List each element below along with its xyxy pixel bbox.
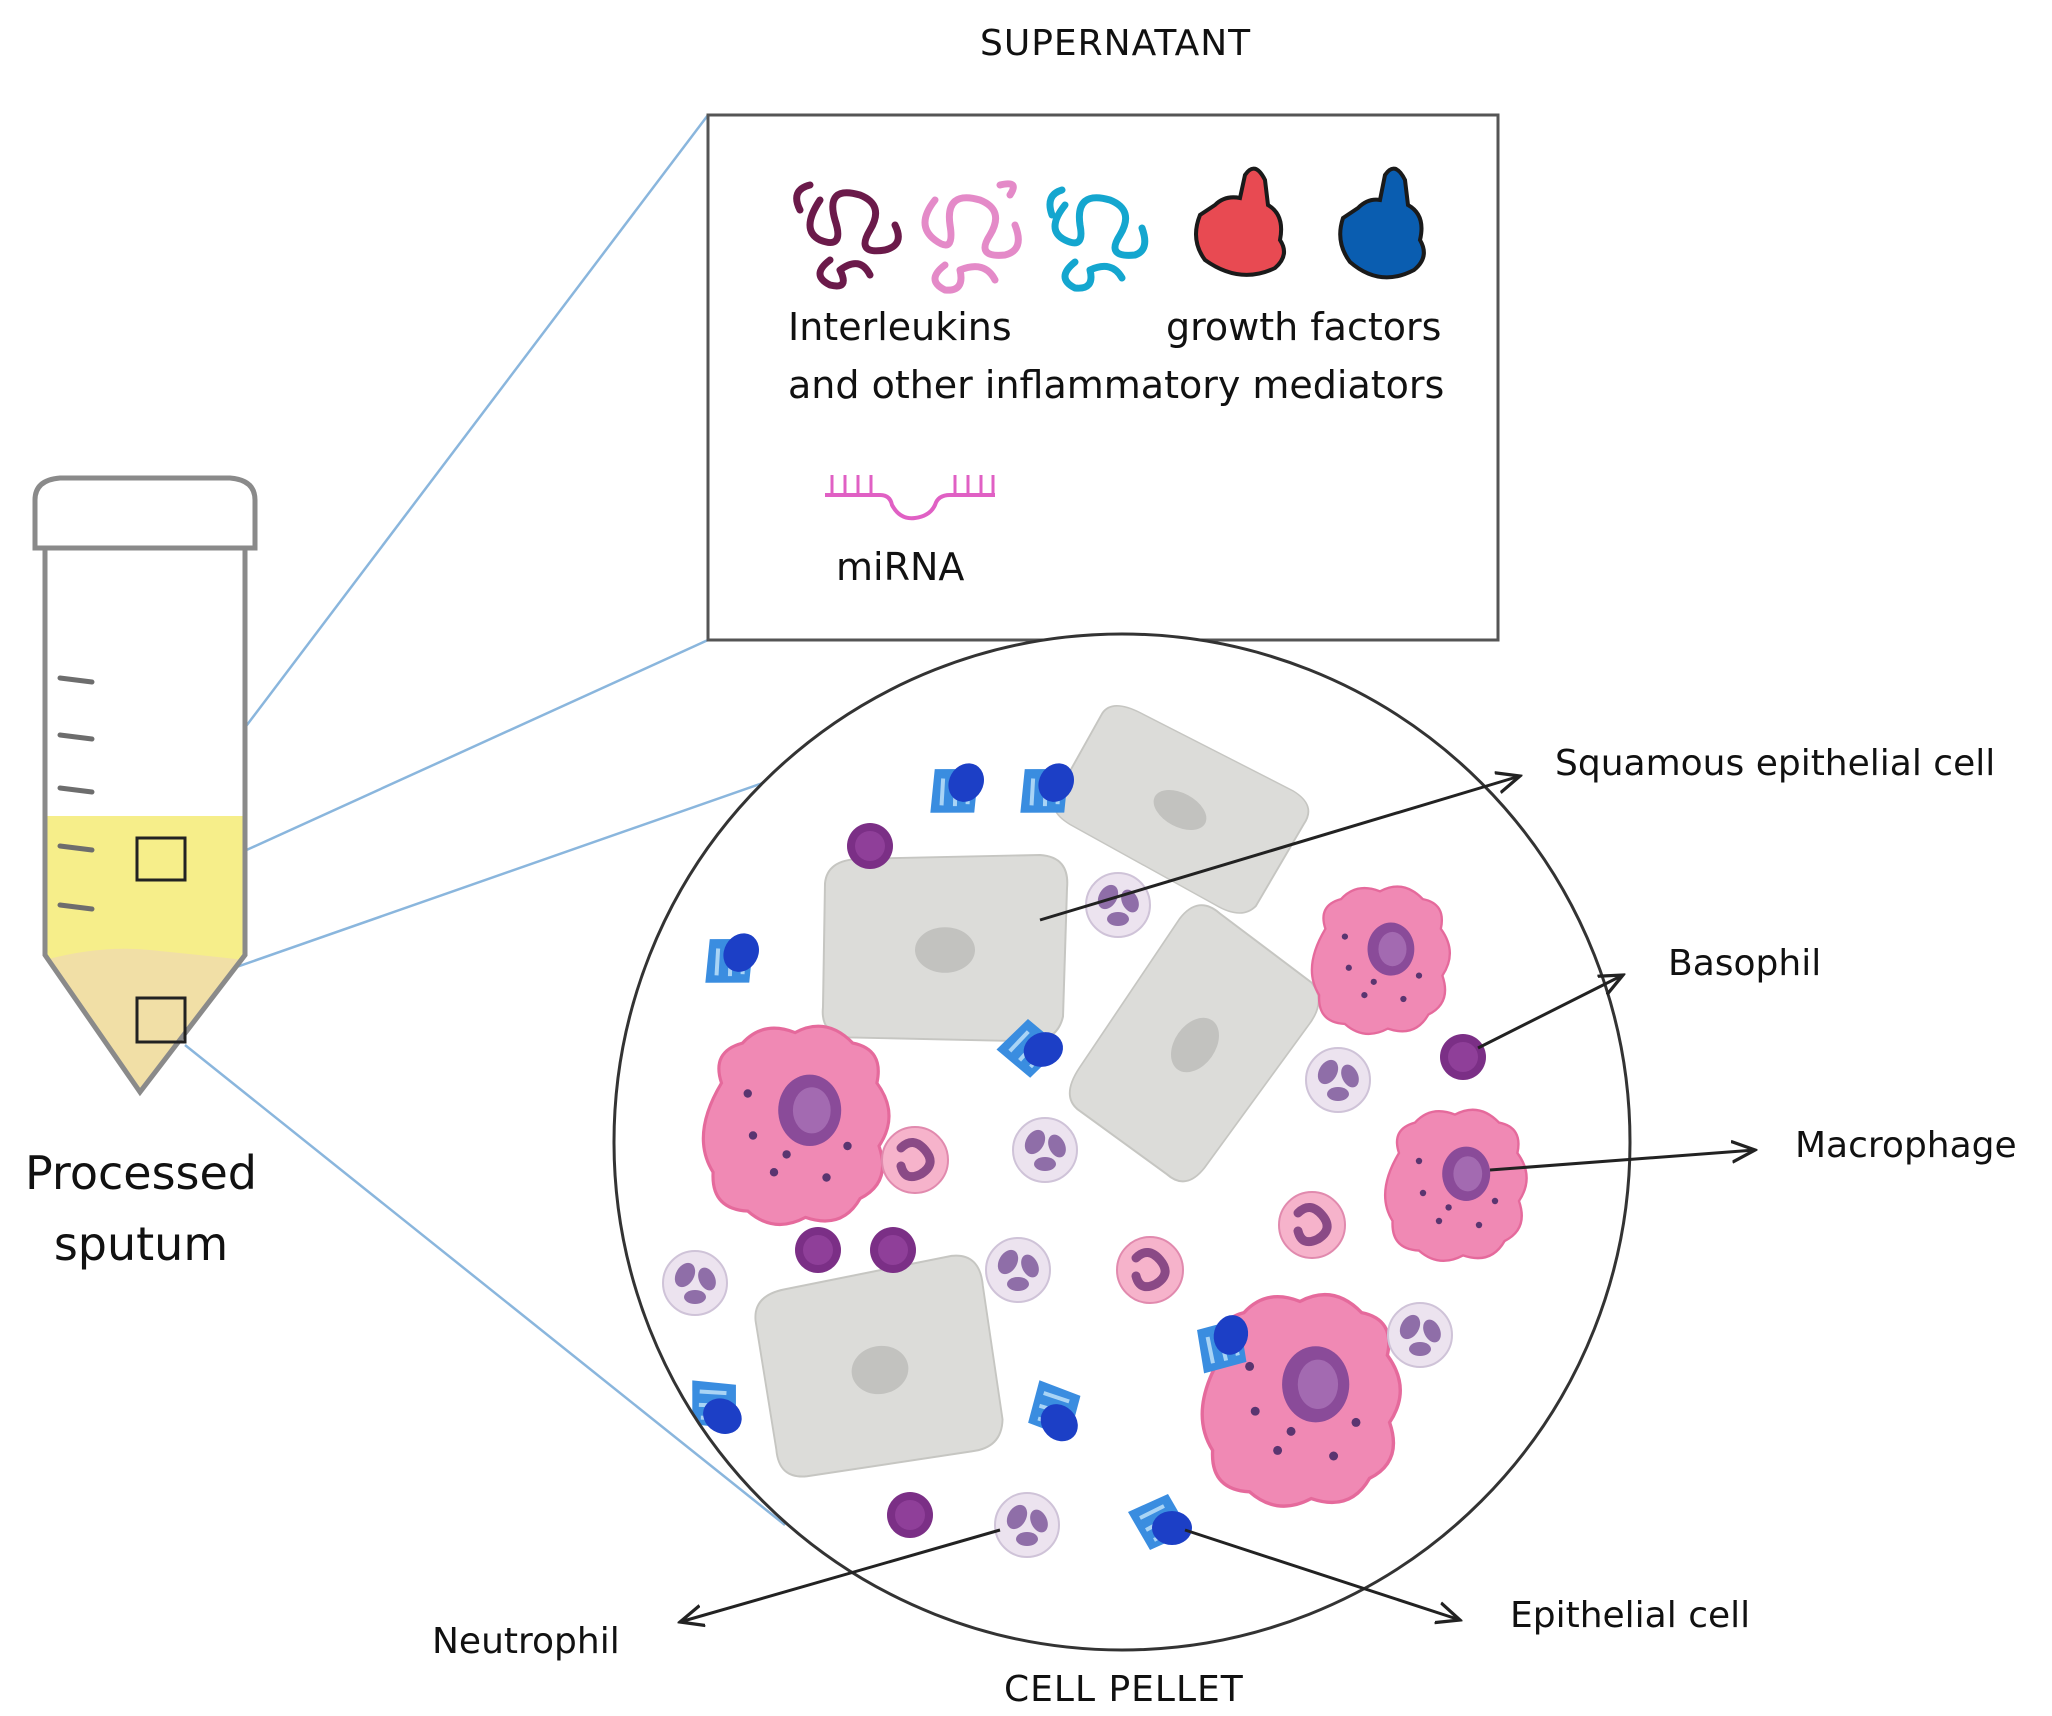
interleukins-label: Interleukins: [788, 305, 1012, 349]
sputum-tube: [32, 475, 258, 1097]
mirna-icon: [825, 475, 995, 521]
tube-label-line1: Processed: [25, 1146, 257, 1200]
epithelial-cell-label: Epithelial cell: [1510, 1595, 1751, 1636]
growth-factor-icon: [1194, 166, 1426, 280]
basophil-label: Basophil: [1668, 943, 1822, 984]
cell-pellet-view: [612, 632, 1632, 1652]
interleukin-icon: [793, 180, 1149, 294]
zoom-lines: [159, 114, 901, 1526]
pellet-circle-outline: [612, 632, 1632, 1652]
pellet-sample-box: [135, 996, 187, 1044]
supernatant-sample-box: [135, 836, 187, 882]
tube-label-line2: sputum: [53, 1217, 229, 1272]
squamous-epithelial-cell-label: Squamous epithelial cell: [1555, 743, 1996, 784]
mirna-label: miRNA: [836, 545, 965, 589]
macrophage-label: Macrophage: [1795, 1125, 2017, 1166]
tube-label: Processed sputum: [16, 1138, 266, 1281]
cell-pellet-title: CELL PELLET: [1004, 1669, 1244, 1710]
neutrophil-label: Neutrophil: [432, 1621, 620, 1662]
annotation-arrows: [680, 776, 1755, 1622]
growth-factors-label: growth factors: [1166, 305, 1442, 349]
supernatant-title: SUPERNATANT: [980, 23, 1252, 64]
mediators-label: and other inflammatory mediators: [788, 363, 1445, 407]
